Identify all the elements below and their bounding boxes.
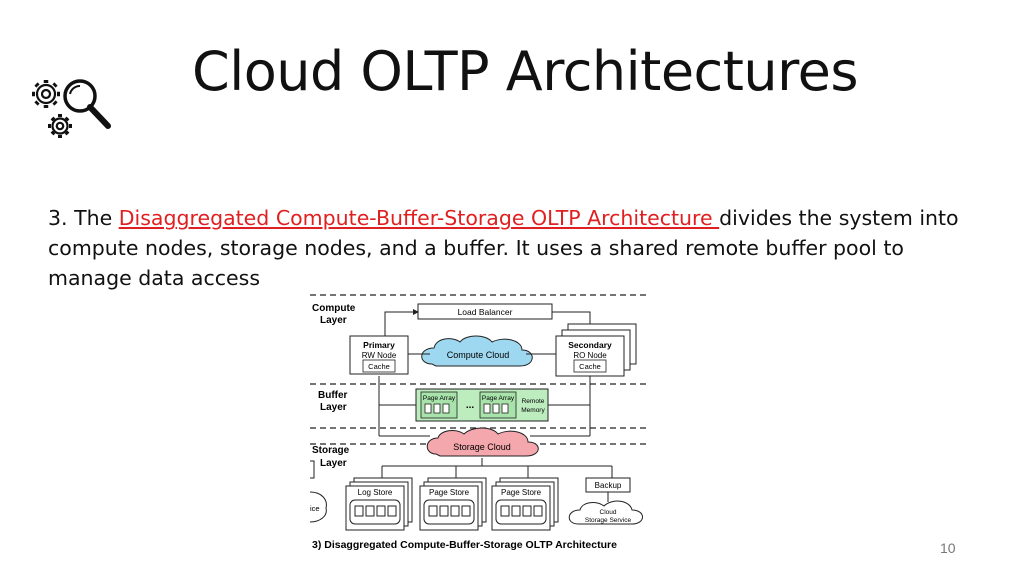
cloud-storage-label-2: Storage Service [585,517,632,524]
log-store-label: Log Store [358,488,393,497]
body-prefix: 3. The [48,206,119,230]
compute-layer-label-2: Layer [320,315,347,326]
secondary-cache-label: Cache [579,362,601,371]
secondary-label: Secondary [568,340,612,350]
architecture-link[interactable]: Disaggregated Compute-Buffer-Storage OLT… [118,206,720,230]
cropped-service-label: ice [310,504,320,513]
compute-layer-label-1: Compute [312,303,356,314]
cropped-service-cloud [309,491,327,523]
backup-label: Backup [595,481,622,490]
gears-magnifier-icon [32,79,111,138]
cropped-bracket [310,460,315,479]
cloud-storage-label-1: Cloud [600,509,617,516]
body-paragraph: 3. The Disaggregated Compute-Buffer-Stor… [48,203,978,293]
slide-number: 10 [940,540,956,556]
page-store-2-label: Page Store [501,488,542,497]
page-store-1-label: Page Store [429,488,470,497]
storage-layer-label-1: Storage [312,445,350,456]
page-array-2-label: Page Array [482,395,515,402]
architecture-diagram: Compute Layer Buffer Layer Storage Layer… [309,294,646,551]
load-balancer-label: Load Balancer [458,307,513,317]
ellipsis: ... [466,400,475,411]
primary-label: Primary [363,340,395,350]
rw-node-label: RW Node [362,351,397,360]
diagram-caption: 3) Disaggregated Compute-Buffer-Storage … [312,539,617,551]
buffer-layer-label-1: Buffer [318,390,348,401]
buffer-layer-label-2: Layer [320,402,347,413]
remote-memory-label-1: Remote [522,398,545,405]
compute-cloud-label: Compute Cloud [447,350,510,360]
slide-title: Cloud OLTP Architectures [192,40,859,103]
page-array-1-label: Page Array [423,395,456,402]
primary-cache-label: Cache [368,362,390,371]
body-suffix: divides the system into compute nodes, s… [48,206,959,290]
storage-layer-label-2: Layer [320,458,347,469]
remote-memory-label-2: Memory [521,407,545,414]
ro-node-label: RO Node [573,351,607,360]
storage-cloud-label: Storage Cloud [453,442,511,452]
cloud-storage-service [568,500,643,525]
compute-cloud [421,335,533,367]
storage-cloud [426,427,539,457]
